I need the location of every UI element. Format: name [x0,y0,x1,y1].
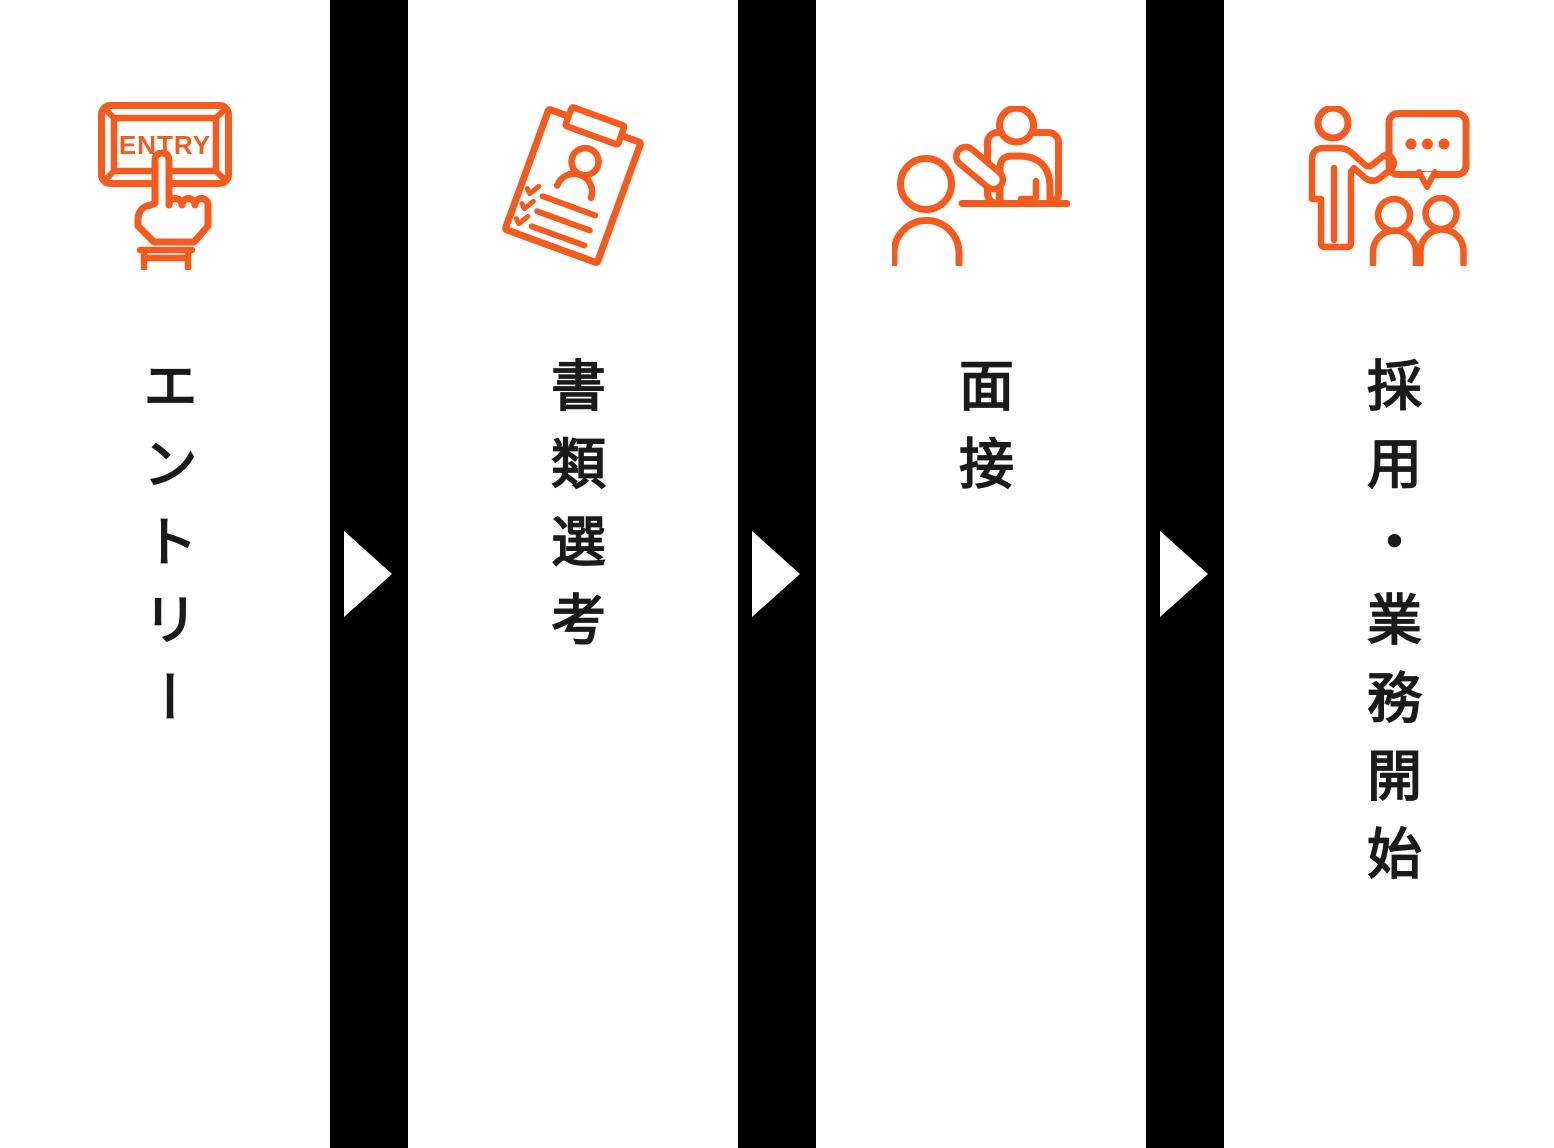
interview-desk-icon-svg [892,106,1070,266]
step-label: 採用・業務開始 [1358,357,1421,903]
arrow-right-icon [752,531,800,617]
step-label: エントリー [134,357,197,747]
step-separator [738,0,816,1148]
step-label: 書類選考 [542,357,605,669]
step-label: 面接 [950,357,1013,513]
arrow-right-icon [344,531,392,617]
step-separator [1146,0,1224,1148]
arrow-right-icon [1160,531,1208,617]
interview-desk-icon [816,90,1146,282]
hiring-presentation-icon [1224,90,1554,282]
resume-document-icon [408,90,738,282]
entry-button-click-icon: ENTRY [0,90,330,282]
step-entry: ENTRY エントリー [0,0,330,1148]
step-hiring-start: 採用・業務開始 [1224,0,1554,1148]
step-interview: 面接 [816,0,1146,1148]
hiring-presentation-icon-svg [1308,106,1470,266]
step-separator [330,0,408,1148]
resume-document-icon-svg [502,104,644,266]
entry-button-click-icon-svg: ENTRY [98,102,232,270]
step-document-screening: 書類選考 [408,0,738,1148]
